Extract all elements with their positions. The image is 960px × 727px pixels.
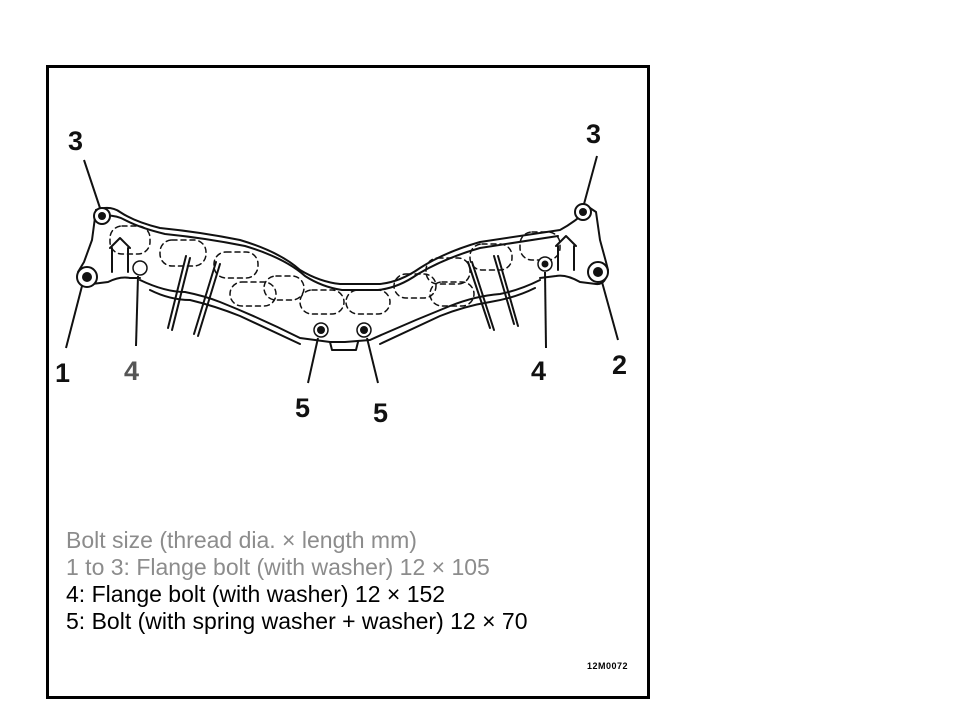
bolt-1	[76, 266, 98, 288]
figure-frame	[46, 65, 650, 699]
bolt-3-right	[574, 203, 592, 221]
leader-1	[65, 285, 83, 349]
callout-5-right: 5	[373, 398, 389, 428]
legend-item-4: 4: Flange bolt (with washer) 12 × 152	[66, 581, 446, 607]
center-plate	[329, 341, 359, 351]
legend-item-5: 5: Bolt (with spring washer + washer) 12…	[66, 608, 528, 634]
leader-5-left	[307, 337, 319, 384]
leader-4-right	[544, 271, 547, 349]
bolt-5-left	[313, 322, 329, 338]
callout-3-right: 3	[586, 119, 602, 149]
callout-4-right: 4	[531, 356, 547, 386]
leader-3-left	[83, 159, 101, 209]
bolt-4-left	[132, 260, 148, 276]
callout-4-left: 4	[124, 356, 140, 386]
leader-4-left	[135, 275, 139, 347]
bolt-4-right	[537, 256, 553, 272]
bolt-5-right	[356, 322, 372, 338]
callout-1: 1	[55, 358, 71, 388]
callout-3-left: 3	[68, 126, 84, 156]
crossmember-outline-top	[95, 206, 591, 285]
leader-2	[601, 281, 619, 341]
legend-item-1-to-3: 1 to 3: Flange bolt (with washer) 12 × 1…	[66, 554, 490, 580]
leader-5-right	[366, 337, 379, 384]
callout-2: 2	[612, 350, 628, 380]
figure-code: 12M0072	[587, 661, 629, 671]
bolt-3-left	[93, 207, 111, 225]
bolt-size-legend: Bolt size (thread dia. × length mm) 1 to…	[66, 527, 528, 635]
legend-title: Bolt size (thread dia. × length mm)	[66, 527, 417, 553]
leader-3-right	[583, 155, 598, 205]
crossmember-outline-bottom	[139, 279, 541, 343]
bolt-2	[587, 261, 609, 283]
callout-5-left: 5	[295, 393, 311, 423]
